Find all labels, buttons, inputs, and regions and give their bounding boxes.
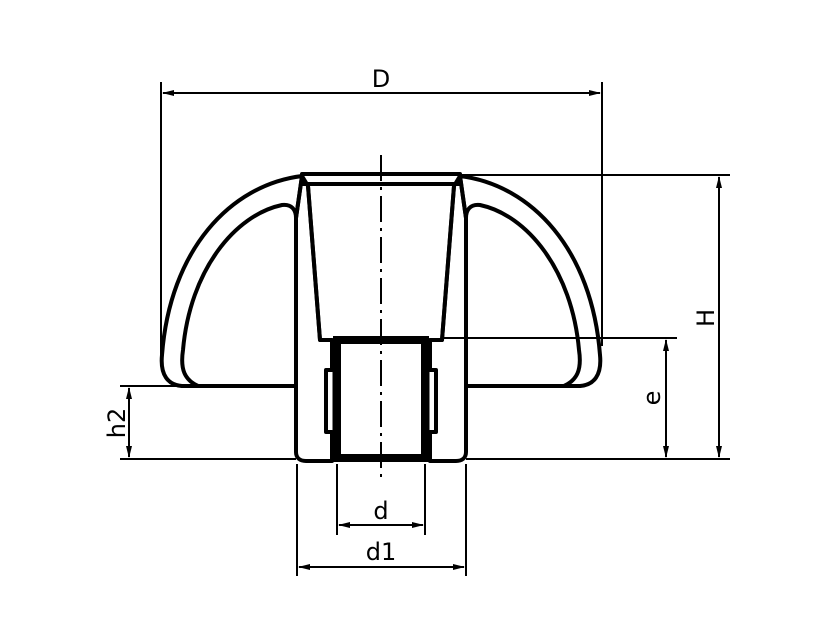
- label-D: D: [372, 65, 390, 93]
- label-H: H: [692, 309, 720, 327]
- label-e: e: [638, 391, 666, 406]
- label-d: d: [373, 497, 388, 525]
- dimension-h2: h2: [103, 385, 296, 460]
- label-d1: d1: [366, 538, 397, 566]
- dimension-D: D: [160, 65, 603, 362]
- dimension-e: e: [442, 337, 677, 458]
- top-cap: [300, 172, 462, 342]
- dimension-d: d: [336, 464, 426, 535]
- knob-body-left: [159, 174, 334, 463]
- knob-body-right: [428, 174, 603, 463]
- dimension-d1: d1: [296, 464, 467, 576]
- dimension-H: H: [460, 174, 730, 460]
- threaded-insert: [324, 336, 438, 462]
- label-h2: h2: [103, 408, 131, 438]
